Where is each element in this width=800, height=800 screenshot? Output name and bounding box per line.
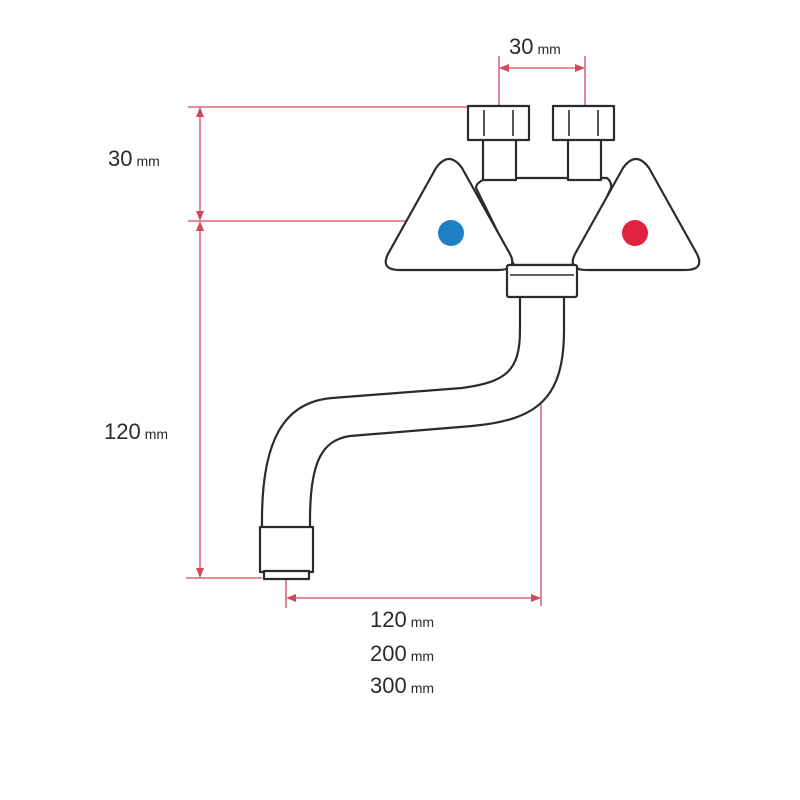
spout-height-value: 120 (104, 419, 141, 444)
inlet-height-value: 30 (108, 146, 133, 171)
right-inlet-nut (551, 104, 616, 142)
dimension-lines (186, 56, 586, 608)
inlet-spacing-unit: mm (537, 41, 561, 57)
right-inlet-stem (566, 136, 603, 182)
spout-reach-option-value: 120 (370, 607, 407, 632)
spout-nozzle (258, 525, 315, 574)
spout-height-unit: mm (144, 426, 169, 442)
inlet-height-unit: mm (136, 153, 160, 169)
spout-pipe (260, 294, 566, 530)
spout-reach-option-unit: mm (410, 648, 435, 664)
spout-reach-option-value: 200 (370, 641, 407, 666)
spout-reach-option-unit: mm (410, 680, 435, 696)
spout-nozzle-rim (262, 569, 311, 581)
cold-indicator-icon (438, 220, 464, 246)
left-inlet-stem (481, 136, 518, 182)
body-collar (505, 263, 579, 299)
spout-reach-option-value: 300 (370, 673, 407, 698)
dim-line-spout-height (186, 221, 262, 579)
hot-indicator-icon (622, 220, 648, 246)
left-inlet-nut (466, 104, 531, 142)
faucet (258, 104, 701, 581)
inlet-spacing-value: 30 (509, 34, 534, 59)
spout-reach-option-unit: mm (410, 614, 435, 630)
dim-line-inlet-spacing (498, 56, 586, 112)
